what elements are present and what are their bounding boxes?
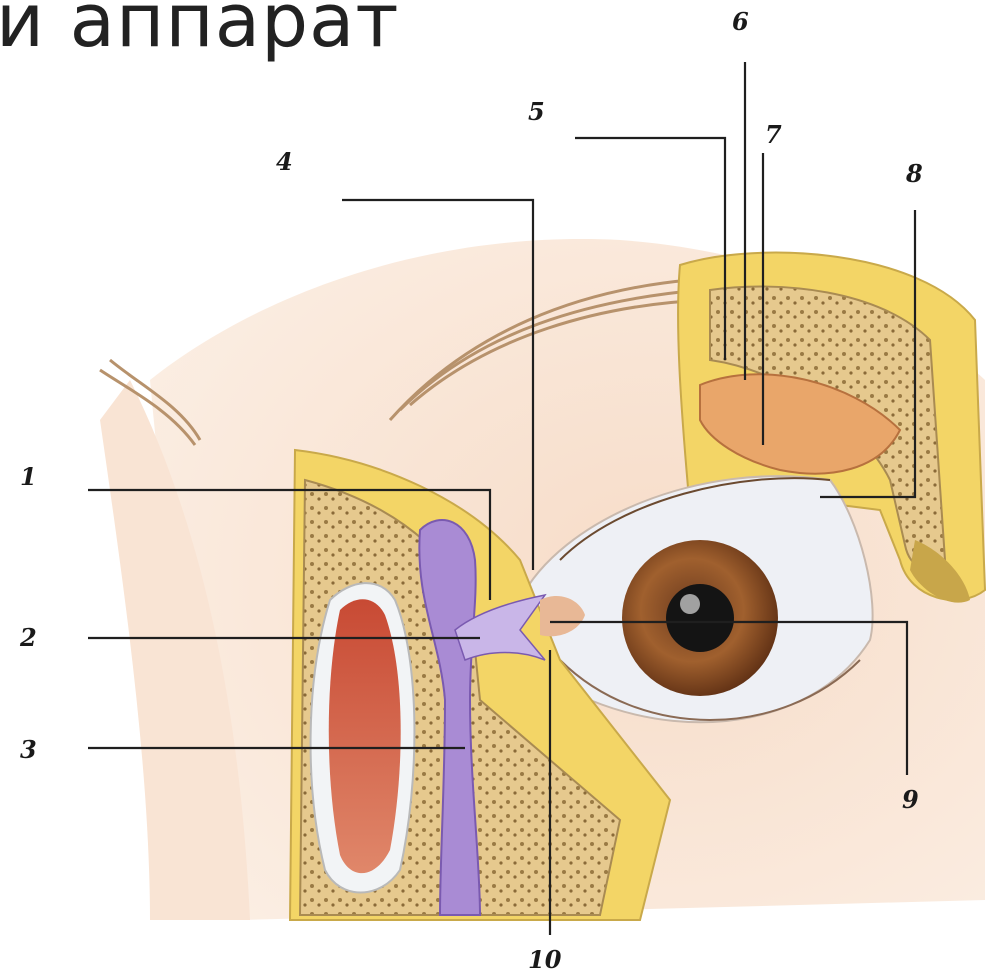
label-5: 5	[528, 97, 545, 126]
label-3: 3	[20, 735, 37, 764]
label-4: 4	[276, 147, 293, 176]
label-1: 1	[20, 462, 37, 491]
label-7: 7	[765, 120, 782, 149]
label-9: 9	[902, 785, 919, 814]
label-10: 10	[528, 945, 562, 974]
label-2: 2	[19, 623, 37, 652]
label-6: 6	[732, 7, 749, 36]
label-8: 8	[905, 159, 923, 188]
